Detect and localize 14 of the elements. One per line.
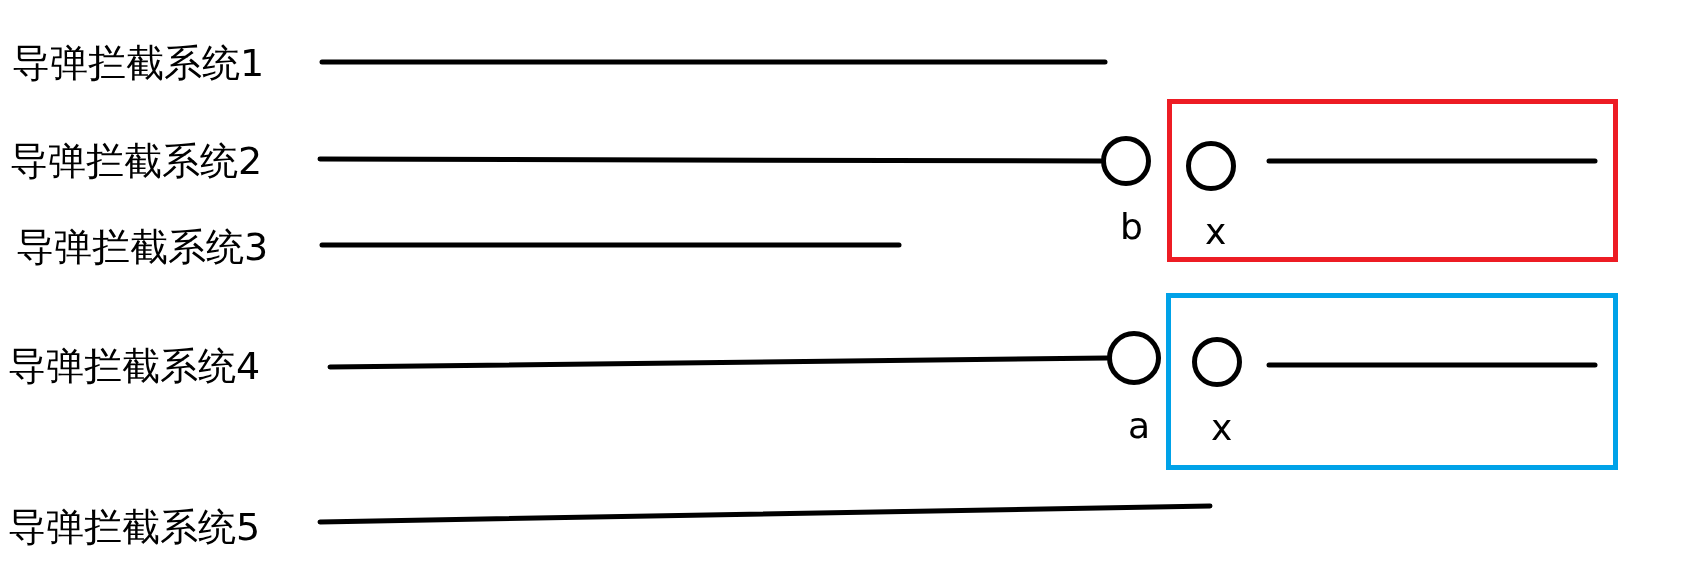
- system-label: 导弹拦截系统2: [10, 142, 263, 180]
- circle-label: b: [1120, 209, 1143, 245]
- circle-label: x: [1205, 214, 1227, 250]
- line: [319, 59, 1108, 65]
- frame-box: [1167, 99, 1618, 262]
- circle-label: x: [1211, 410, 1233, 446]
- system-label: 导弹拦截系统1: [12, 44, 265, 82]
- system-label: 导弹拦截系统3: [16, 228, 269, 266]
- system-label: 导弹拦截系统5: [8, 508, 261, 546]
- frame-box: [1166, 293, 1618, 470]
- system-label: 导弹拦截系统4: [8, 347, 261, 385]
- line: [317, 503, 1213, 525]
- circle-label: a: [1128, 408, 1151, 444]
- line: [319, 242, 902, 248]
